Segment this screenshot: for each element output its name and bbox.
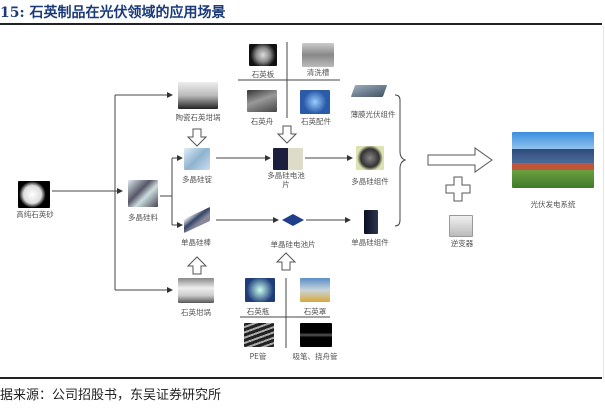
poly-ingot-image <box>184 148 210 170</box>
quartz-cover-image <box>300 278 330 302</box>
mono-rod-label: 单晶硅棒 <box>181 238 211 247</box>
mono-cell-image <box>282 214 304 226</box>
quartz-boat-label: 石英舟 <box>250 117 274 126</box>
inverter-label: 逆变器 <box>450 239 474 248</box>
top-rule <box>0 23 602 25</box>
poly-cell-label-line1: 多晶硅电池 <box>267 171 305 180</box>
poly-ingot-label: 多晶硅锭 <box>182 175 212 184</box>
pe-tube-label: PE管 <box>249 352 267 361</box>
right-border <box>603 26 604 378</box>
thin-film-module-image <box>350 85 388 97</box>
pv-system-image <box>512 132 594 188</box>
hollow-arrow-up-bottom <box>275 252 297 271</box>
thin-film-module-label: 薄膜光伏组件 <box>350 110 396 119</box>
figure-title: 15: 石英制品在光伏领域的应用场景 <box>0 5 226 21</box>
quartz-boat-image <box>247 90 277 112</box>
pe-tube-image <box>244 323 274 347</box>
quartz-cover-label: 石英罩 <box>303 307 327 316</box>
poly-module-label: 多晶硅组件 <box>351 177 389 186</box>
suction-tube-image <box>300 323 332 347</box>
hollow-arrow-down-crucible <box>186 128 208 147</box>
cleaning-tank-label: 清洗槽 <box>306 68 330 77</box>
poly-module-image <box>356 146 384 170</box>
figure-source: 据来源：公司招股书，东吴证券研究所 <box>0 388 222 403</box>
mono-module-label: 单晶硅组件 <box>351 238 389 247</box>
hollow-arrow-down-top <box>276 125 298 144</box>
poly-material-label: 多晶硅料 <box>128 213 158 222</box>
hollow-arrow-up-rod <box>186 256 208 275</box>
poly-material-image <box>128 180 158 207</box>
poly-cell-label: 多晶硅电池片 <box>267 171 305 189</box>
poly-cell-image <box>273 148 303 170</box>
quartz-crucible-label: 石英坩埚 <box>181 308 211 317</box>
mono-cell-label: 单晶硅电池片 <box>270 240 316 249</box>
quartz-crucible-image <box>178 278 214 303</box>
inverter-image <box>449 215 473 237</box>
bottom-rule <box>0 377 602 379</box>
hollow-arrow-right-system <box>427 147 493 173</box>
plus-sign <box>445 176 471 202</box>
poly-cell-label-line2: 片 <box>282 180 290 189</box>
cleaning-tank-image <box>302 43 334 67</box>
pv-system-label: 光伏发电系统 <box>530 200 576 209</box>
quartz-bottle-label: 石英瓶 <box>246 307 270 316</box>
right-brace <box>394 94 407 227</box>
mono-module-image <box>364 210 378 234</box>
raw-sand-label: 高纯石英砂 <box>16 210 54 219</box>
raw-sand-image <box>18 181 50 208</box>
quartz-parts-image <box>300 90 330 114</box>
quartz-plate-image <box>249 44 277 66</box>
ceramic-crucible-image <box>178 82 218 109</box>
suction-tube-label: 吸笔、挠舟管 <box>292 352 338 361</box>
quartz-bottle-image <box>245 278 275 302</box>
ceramic-crucible-label: 陶瓷石英坩埚 <box>175 113 221 122</box>
quartz-plate-label: 石英板 <box>251 70 275 79</box>
quartz-parts-label: 石英配件 <box>301 117 331 126</box>
